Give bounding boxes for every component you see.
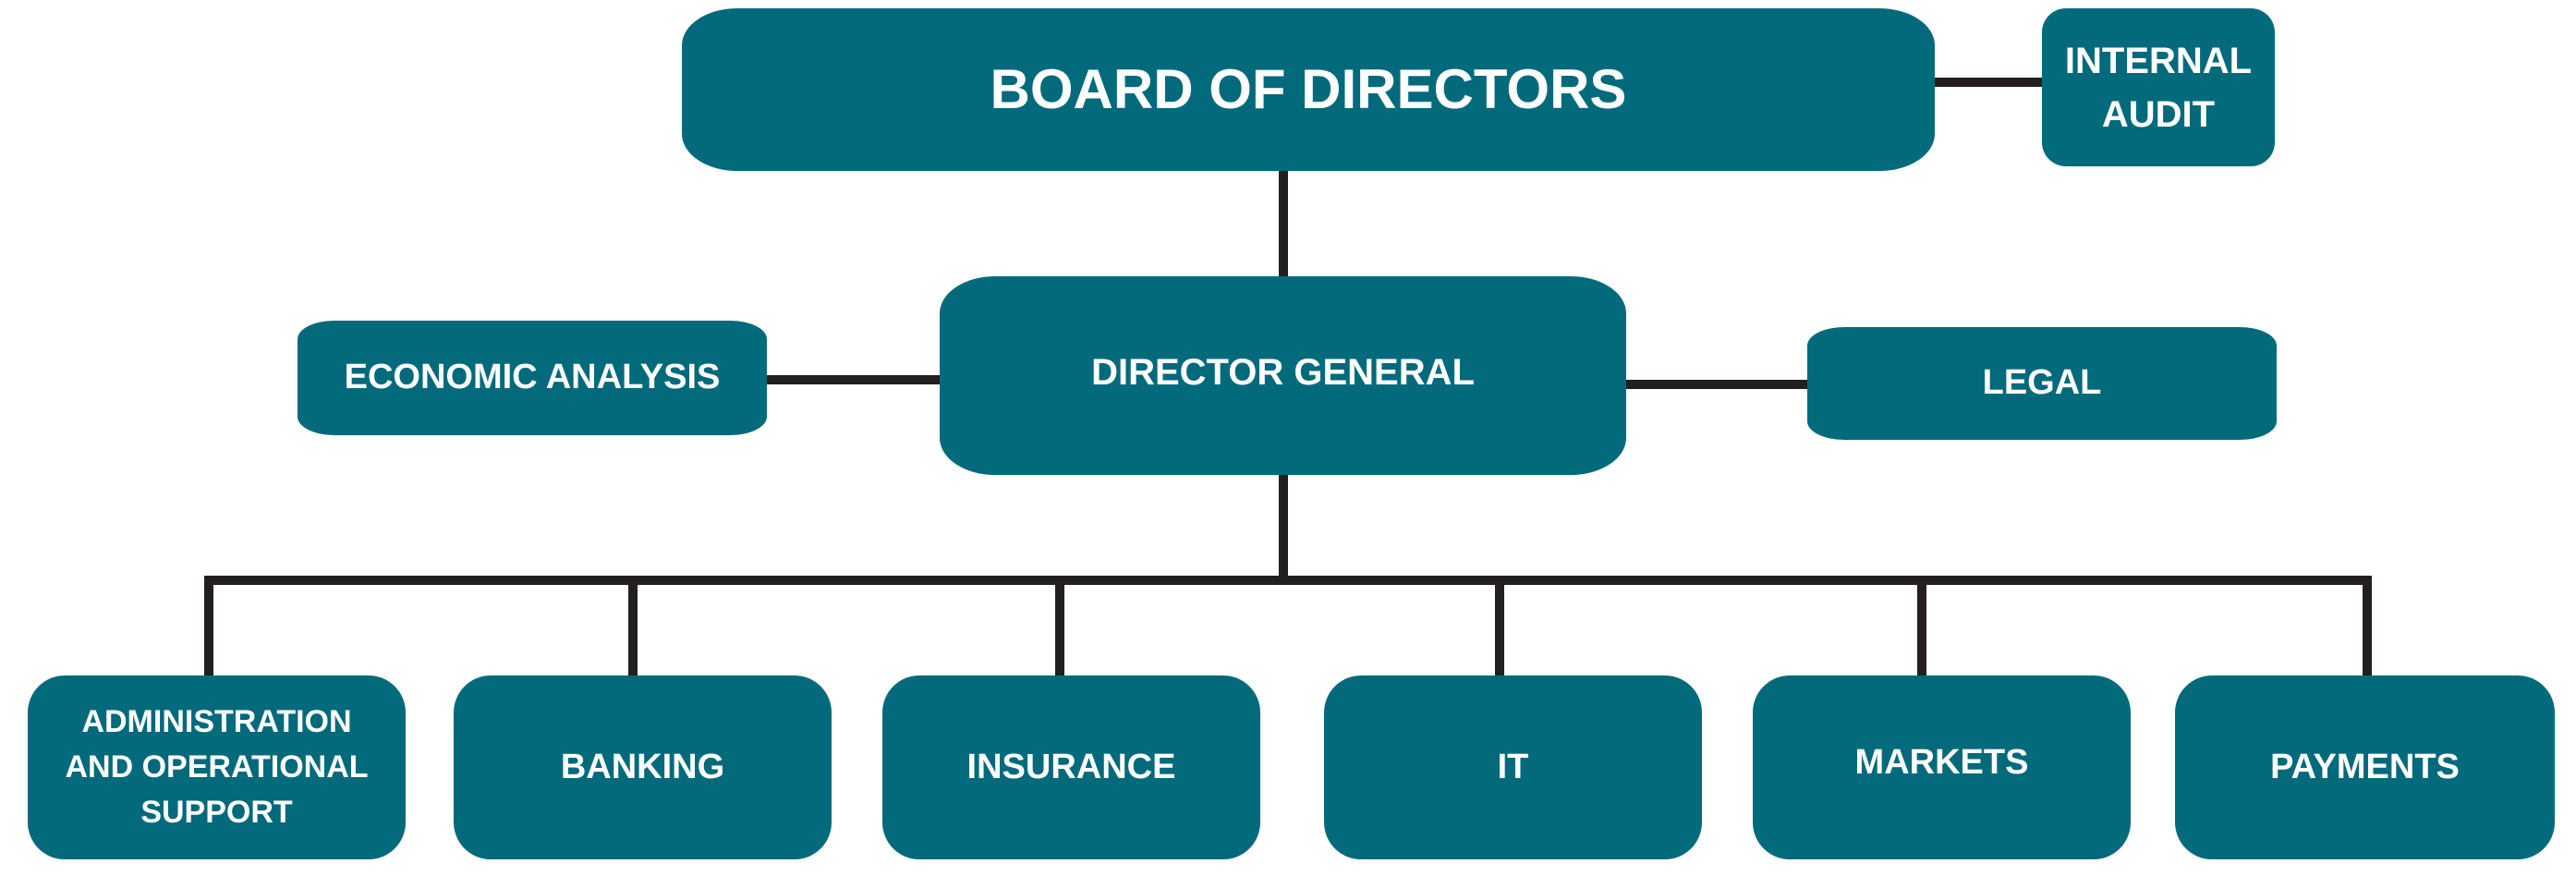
connector-econ-dg bbox=[763, 375, 943, 384]
department-box-administration: ADMINISTRATION AND OPERATIONAL SUPPORT bbox=[28, 675, 406, 859]
department-label: BANKING bbox=[560, 747, 725, 786]
connector-bus bbox=[204, 576, 2372, 585]
legal-label: LEGAL bbox=[1982, 363, 2102, 403]
director-general-box: DIRECTOR GENERAL bbox=[940, 276, 1626, 475]
connector-drop-banking bbox=[628, 576, 638, 679]
connector-drop-it bbox=[1495, 576, 1504, 679]
connector-drop-admin bbox=[204, 576, 213, 679]
department-box-insurance: INSURANCE bbox=[882, 675, 1260, 859]
connector-board-audit bbox=[1931, 78, 2046, 87]
connector-drop-markets bbox=[1917, 576, 1926, 679]
connector-drop-payments bbox=[2363, 576, 2372, 679]
connector-board-dg bbox=[1279, 166, 1288, 281]
department-label: PAYMENTS bbox=[2270, 747, 2460, 786]
department-box-it: IT bbox=[1324, 675, 1702, 859]
department-label: INSURANCE bbox=[966, 747, 1176, 786]
connector-drop-insurance bbox=[1055, 576, 1064, 679]
board-of-directors-box: BOARD OF DIRECTORS bbox=[682, 8, 1935, 171]
department-label: MARKETS bbox=[1854, 742, 2029, 782]
department-box-banking: BANKING bbox=[454, 675, 832, 859]
department-label: IT bbox=[1497, 747, 1529, 786]
economic-analysis-box: ECONOMIC ANALYSIS bbox=[298, 321, 767, 435]
internal-audit-box: INTERNAL AUDIT bbox=[2042, 8, 2275, 166]
internal-audit-label: INTERNAL AUDIT bbox=[2064, 40, 2253, 135]
department-label: ADMINISTRATION AND OPERATIONAL SUPPORT bbox=[65, 703, 369, 831]
department-box-markets: MARKETS bbox=[1753, 675, 2131, 859]
department-box-payments: PAYMENTS bbox=[2175, 675, 2555, 859]
board-of-directors-label: BOARD OF DIRECTORS bbox=[990, 58, 1627, 120]
connector-dg-legal bbox=[1622, 380, 1811, 389]
connector-dg-bus bbox=[1279, 471, 1288, 582]
economic-analysis-label: ECONOMIC ANALYSIS bbox=[344, 358, 721, 397]
director-general-label: DIRECTOR GENERAL bbox=[1091, 352, 1475, 393]
legal-box: LEGAL bbox=[1807, 327, 2277, 440]
